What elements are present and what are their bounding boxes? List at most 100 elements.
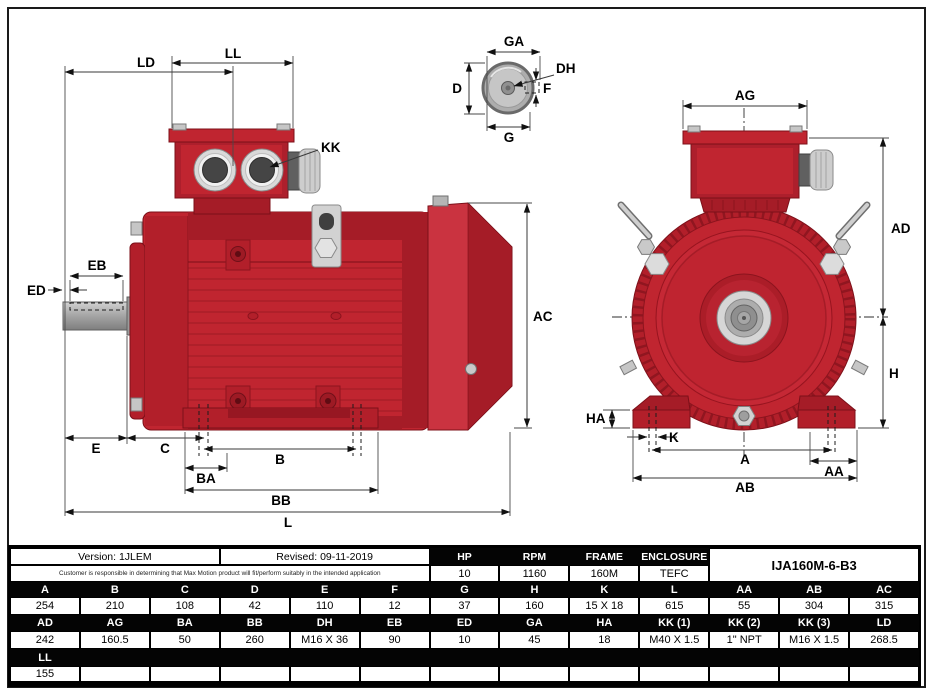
foot-hole-hidden-lines-front [648,406,836,455]
dim-header-cell: HA [569,615,640,631]
dim-label-h: H [889,366,899,381]
end-shield-bolt [644,253,670,275]
dim-value-cell: 12 [359,597,430,615]
dim-label-e: E [91,441,100,456]
dim-label-dh: DH [556,61,576,76]
empty-cell [709,666,780,682]
dim-header-cell: AC [849,582,919,597]
section-dimensions: GA D G F DH [452,34,575,145]
dim-header-cell: C [149,582,220,597]
dim-header-cell: BB [219,615,290,631]
dim-value-cell: M16 X 36 [289,631,360,649]
dim-value-cell: 18 [569,631,640,649]
cable-gland-side [287,148,321,194]
dim-header-cell: AA [709,582,780,597]
dim-header-cell: KK (3) [779,615,850,631]
rpm-header: RPM [499,548,570,565]
terminal-box-side [168,123,321,215]
hp-value: 10 [429,565,500,582]
dim-value-cell: 55 [709,597,780,615]
dim-label-c: C [160,441,170,456]
ll-value: 155 [10,666,80,682]
dim-header-cell: L [639,582,710,597]
dim-label-k: K [669,430,679,445]
cooling-fins [188,267,402,412]
revised-cell: Revised: 09-11-2019 [219,548,430,565]
empty-cell [79,666,150,682]
dim-value-cell: 42 [219,597,290,615]
dim-value-cell: 242 [10,631,80,649]
side-dimensions: LD LL KK EB ED E C B [27,46,553,530]
dim-header-cell: ED [429,615,500,631]
cowl-screw [465,363,477,375]
empty-cell [219,666,290,682]
dim-label-l: L [284,515,292,530]
dim-value-cell: 90 [359,631,430,649]
rpm-value: 1160 [499,565,570,582]
dim-header-cell: DH [289,615,360,631]
sheet-border [7,7,926,688]
dim-label-a: A [740,452,750,467]
dim-value-cell: 615 [639,597,710,615]
dim-value-cell: 304 [779,597,850,615]
dim-label-ha: HA [586,411,606,426]
motor-body [129,211,430,431]
dim-label-ac: AC [533,309,553,324]
dim-value-cell: 315 [849,597,919,615]
frame-value: 160M [569,565,640,582]
dim-value-cell: 108 [149,597,220,615]
dim-value-cell: 160 [499,597,570,615]
dim-header-cell: F [359,582,430,597]
empty-cell [429,666,500,682]
disclaimer: Customer is responsible in determining t… [10,565,430,582]
dim-header-cell: AD [10,615,80,631]
dim-header-cell: K [569,582,640,597]
dim-label-kk: KK [321,140,341,155]
empty-cell [499,666,570,682]
dim-header-cell: BA [149,615,220,631]
lifting-hook-left [619,203,651,238]
dim-value-cell: 260 [219,631,290,649]
dim-value-cell: 15 X 18 [569,597,640,615]
ll-header: LL [10,649,80,666]
dim-label-d: D [452,81,462,96]
dim-value-cell: 268.5 [849,631,919,649]
keyway-hidden-line [69,302,124,311]
dim-header-cell: LD [849,615,919,631]
dim-label-ga: GA [504,34,525,49]
frame-header: FRAME [569,548,640,565]
dim-label-ba: BA [196,471,216,486]
dim-header-cell: AG [79,615,150,631]
dim-label-eb: EB [88,258,107,273]
shaft-section-view: GA D G F DH [452,34,575,145]
dim-value-cell: 210 [79,597,150,615]
mounting-feet-front [631,395,857,429]
dim-value-cell: 110 [289,597,360,615]
dim-header-cell: G [429,582,500,597]
empty-cell [569,666,640,682]
dim-header-cell: KK (1) [639,615,710,631]
dim-label-ad: AD [891,221,911,236]
dim-header-cell: B [79,582,150,597]
side-view: LD LL KK EB ED E C B [27,46,553,530]
dim-header-cell: D [219,582,290,597]
cable-entry-holes [193,148,284,192]
dim-header-cell: EB [359,615,430,631]
dim-header-cell: E [289,582,360,597]
dim-value-cell: 50 [149,631,220,649]
dim-value-cell: 45 [499,631,570,649]
empty-cell [289,666,360,682]
front-dimensions: AG AD H HA K A AA [586,88,911,495]
dim-label-g: G [504,130,515,145]
dim-value-cell: 10 [429,631,500,649]
dim-header-cell: KK (2) [709,615,780,631]
model-number: IJA160M-6-B3 [709,548,919,582]
enclosure-header: ENCLOSURE [639,548,710,565]
dim-label-ld: LD [137,55,155,70]
ll-header-filler [79,649,919,666]
empty-cell [149,666,220,682]
dim-value-cell: 160.5 [79,631,150,649]
empty-cell [359,666,430,682]
hp-header: HP [429,548,500,565]
dimension-table: Version: 1JLEM Revised: 09-11-2019 HP RP… [8,545,921,687]
